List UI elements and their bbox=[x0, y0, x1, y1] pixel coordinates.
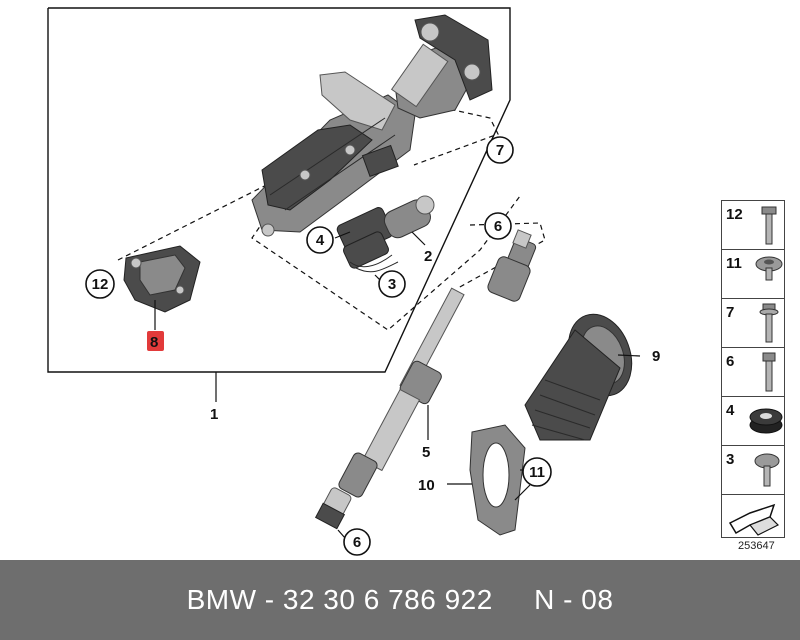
callout-1: 1 bbox=[210, 406, 218, 423]
callout-5: 5 bbox=[422, 444, 430, 461]
mounting-bracket bbox=[123, 245, 201, 313]
legend-item-7: 7 bbox=[722, 299, 784, 348]
svg-text:11: 11 bbox=[529, 464, 545, 481]
cover-plate bbox=[469, 424, 526, 536]
legend-number: 4 bbox=[726, 402, 735, 419]
legend-number: 3 bbox=[726, 451, 735, 468]
legend-number: 12 bbox=[726, 206, 743, 223]
svg-text:6: 6 bbox=[494, 218, 502, 235]
arrow-icon bbox=[728, 503, 780, 536]
callout-10: 10 bbox=[418, 477, 435, 494]
callout-6-lower: 6 bbox=[343, 528, 371, 556]
legend-item-4: 4 bbox=[722, 397, 784, 446]
svg-text:6: 6 bbox=[353, 534, 361, 551]
diagram-number: 253647 bbox=[738, 540, 775, 552]
legend-item-6: 6 bbox=[722, 348, 784, 397]
legend-item-3: 3 bbox=[722, 446, 784, 495]
callout-9: 9 bbox=[652, 348, 660, 365]
svg-text:9: 9 bbox=[652, 348, 660, 365]
steering-shaft bbox=[314, 229, 537, 530]
legend-number: 7 bbox=[726, 304, 735, 321]
group-12-dash bbox=[117, 167, 301, 261]
legend-number: 11 bbox=[726, 255, 742, 272]
bolt-icon bbox=[762, 352, 776, 392]
small-parts-legend: 12 11 7 6 4 bbox=[721, 200, 785, 538]
callout-8-highlighted: 8 bbox=[147, 331, 164, 351]
svg-text:4: 4 bbox=[316, 232, 325, 249]
callout-12: 12 bbox=[85, 269, 115, 299]
svg-text:2: 2 bbox=[424, 248, 432, 265]
svg-text:10: 10 bbox=[418, 477, 435, 494]
svg-text:12: 12 bbox=[92, 276, 109, 293]
assembly-frame bbox=[47, 7, 511, 373]
collar-bolt-icon bbox=[759, 303, 779, 343]
callout-6-upper: 6 bbox=[484, 212, 512, 240]
svg-text:5: 5 bbox=[422, 444, 430, 461]
steering-boot bbox=[524, 313, 633, 441]
svg-text:8: 8 bbox=[150, 334, 158, 351]
svg-text:3: 3 bbox=[388, 276, 396, 293]
steering-column-housing bbox=[251, 14, 493, 237]
callout-7: 7 bbox=[486, 136, 514, 164]
legend-number: 6 bbox=[726, 353, 735, 370]
rubber-grommet-icon bbox=[749, 408, 783, 434]
legend-item-11: 11 bbox=[722, 250, 784, 299]
footer-bar: BMW - 32 30 6 786 922 N - 08 bbox=[0, 560, 800, 640]
callout-4: 4 bbox=[306, 226, 334, 254]
part-number-caption: BMW - 32 30 6 786 922 N - 08 bbox=[186, 584, 614, 615]
callout-11: 11 bbox=[522, 457, 552, 487]
pan-head-screw-icon bbox=[754, 453, 780, 487]
exploded-parts-diagram: 1 7 4 2 3 12 8 6 5 9 10 11 6 bbox=[47, 7, 660, 556]
bolt-icon bbox=[761, 206, 777, 245]
callout-3: 3 bbox=[378, 270, 406, 298]
svg-text:1: 1 bbox=[210, 406, 218, 423]
svg-text:7: 7 bbox=[496, 142, 504, 159]
legend-item-12: 12 bbox=[722, 201, 784, 250]
torx-screw-icon bbox=[755, 256, 783, 281]
legend-item-arrow bbox=[722, 495, 784, 544]
callout-2: 2 bbox=[424, 248, 432, 265]
adjustment-motors bbox=[336, 195, 435, 273]
